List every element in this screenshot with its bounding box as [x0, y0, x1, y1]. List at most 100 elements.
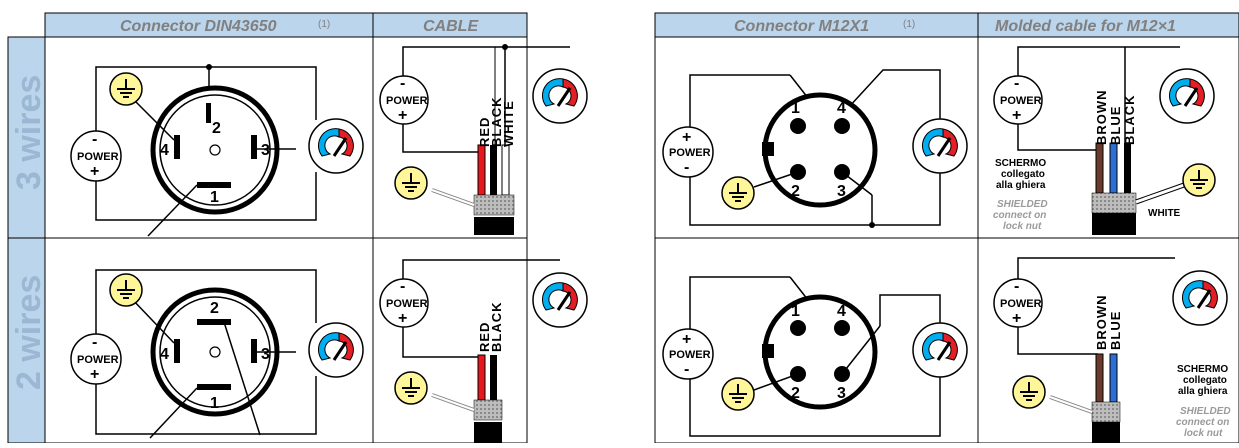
gauge-icon: [531, 271, 589, 329]
din3-pin-3: 3: [261, 142, 270, 159]
ground-icon: [109, 72, 143, 106]
svg-text:connect on: connect on: [993, 210, 1046, 221]
svg-text:+: +: [682, 129, 691, 146]
m12-2-pin-2: 2: [791, 385, 800, 402]
svg-text:BLUE: BLUE: [1108, 106, 1123, 145]
svg-text:POWER: POWER: [669, 147, 711, 159]
power-icon: [379, 278, 429, 328]
din2-pin-3: 3: [261, 346, 270, 363]
svg-text:SCHERMO: SCHERMO: [995, 158, 1046, 169]
header-m12: Connector M12X1: [734, 18, 869, 35]
molded-2-wires-diagram: BROWN BLUE SCHERMO collegato alla ghiera…: [993, 257, 1231, 443]
din-3-wires-diagram: 2 4 3 1 - POWER +: [70, 64, 365, 237]
svg-text:BLUE: BLUE: [1108, 311, 1123, 350]
svg-text:POWER: POWER: [669, 349, 711, 361]
din2-pin-1: 1: [210, 395, 219, 412]
svg-text:alla ghiera: alla ghiera: [1178, 386, 1228, 397]
svg-text:-: -: [400, 75, 405, 92]
power-icon: [70, 130, 122, 182]
m12-3-wires-diagram: 1 4 2 3 + POWER -: [662, 69, 969, 228]
m12-2-pin-3: 3: [837, 385, 846, 402]
power-icon: [993, 75, 1043, 125]
svg-text:BROWN: BROWN: [1094, 89, 1109, 145]
gauge-icon: [911, 321, 969, 379]
header-m12-note: (1): [903, 19, 915, 30]
din3-pin-1: 1: [210, 189, 219, 206]
ground-icon: [721, 176, 755, 210]
svg-text:-: -: [684, 159, 689, 176]
row-label-2-wires: 2 wires: [10, 275, 48, 390]
ground-icon: [1012, 375, 1046, 409]
svg-text:+: +: [682, 331, 691, 348]
din-2-wires-diagram: 2 4 3 1 - POWER +: [70, 269, 365, 439]
power-icon: [662, 126, 714, 178]
svg-text:BLACK: BLACK: [1122, 95, 1137, 146]
gauge-icon: [911, 117, 969, 175]
svg-text:collegato: collegato: [1001, 169, 1045, 180]
ground-icon: [721, 377, 755, 411]
header-cable: CABLE: [423, 18, 479, 35]
svg-text:+: +: [90, 366, 99, 383]
header-din-note: (1): [318, 19, 330, 30]
gauge-icon: [307, 117, 365, 175]
svg-text:POWER: POWER: [1000, 95, 1042, 107]
svg-text:+: +: [90, 163, 99, 180]
svg-text:+: +: [1012, 107, 1021, 124]
gauge-icon: [1158, 67, 1216, 125]
power-icon: [662, 328, 714, 380]
svg-text:lock nut: lock nut: [1184, 428, 1223, 439]
svg-text:BLACK: BLACK: [489, 302, 504, 353]
svg-text:+: +: [398, 107, 407, 124]
svg-text:-: -: [684, 361, 689, 378]
svg-text:WHITE: WHITE: [501, 100, 516, 147]
svg-text:RED: RED: [477, 322, 492, 352]
svg-text:-: -: [1014, 75, 1019, 92]
m12-3-pin-4: 4: [837, 100, 846, 117]
ground-icon: [394, 166, 428, 200]
row-label-3-wires: 3 wires: [10, 75, 48, 190]
din3-pin-2: 2: [212, 120, 221, 137]
power-icon: [379, 75, 429, 125]
power-icon: [70, 333, 122, 385]
din2-pin-4: 4: [160, 346, 169, 363]
m12-2-pin-4: 4: [837, 303, 846, 320]
svg-text:WHITE: WHITE: [1148, 208, 1181, 219]
ground-icon: [109, 273, 143, 307]
molded-3-wires-diagram: BROWN BLUE BLACK WHITE SCHERMO collegato…: [993, 46, 1216, 235]
din3-pin-4: 4: [160, 142, 169, 159]
gauge-icon: [1171, 269, 1229, 327]
svg-text:collegato: collegato: [1183, 375, 1227, 386]
svg-text:+: +: [398, 310, 407, 327]
svg-text:SHIELDED: SHIELDED: [1180, 406, 1231, 417]
m12-3-pin-3: 3: [837, 183, 846, 200]
header-molded: Molded cable for M12×1: [995, 18, 1176, 35]
m12-2-wires-diagram: 1 4 2 3 + POWER -: [662, 276, 969, 437]
svg-text:+: +: [1012, 310, 1021, 327]
svg-text:-: -: [1014, 278, 1019, 295]
svg-text:SHIELDED: SHIELDED: [997, 199, 1048, 210]
svg-text:POWER: POWER: [1000, 298, 1042, 310]
header-din: Connector DIN43650: [120, 18, 277, 35]
cable-2-wires-diagram: RED BLACK - POWER +: [379, 259, 589, 443]
ground-icon: [394, 371, 428, 405]
svg-text:POWER: POWER: [386, 298, 428, 310]
svg-text:-: -: [92, 334, 97, 351]
power-icon: [993, 278, 1043, 328]
svg-text:POWER: POWER: [77, 354, 119, 366]
m12-2-pin-1: 1: [791, 303, 800, 320]
svg-text:BROWN: BROWN: [1094, 294, 1109, 350]
svg-text:lock nut: lock nut: [1003, 221, 1042, 232]
gauge-icon: [307, 321, 365, 379]
svg-text:alla ghiera: alla ghiera: [996, 180, 1046, 191]
svg-text:POWER: POWER: [386, 95, 428, 107]
m12-3-pin-2: 2: [791, 183, 800, 200]
m12-3-pin-1: 1: [791, 100, 800, 117]
svg-text:BLACK: BLACK: [489, 97, 504, 148]
svg-text:SCHERMO: SCHERMO: [1177, 364, 1228, 375]
svg-text:-: -: [400, 278, 405, 295]
din2-pin-2: 2: [210, 300, 219, 317]
svg-text:connect on: connect on: [1176, 417, 1229, 428]
cable-3-wires-diagram: RED BLACK WHITE - POWER +: [379, 44, 589, 235]
svg-text:POWER: POWER: [77, 151, 119, 163]
